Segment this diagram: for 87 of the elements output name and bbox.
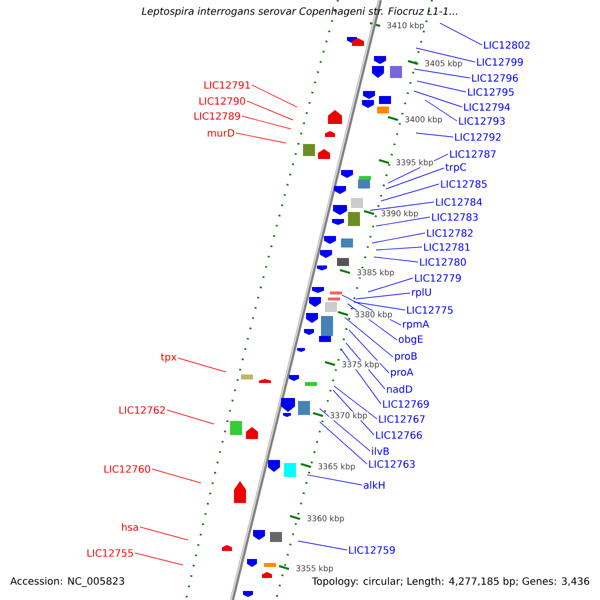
leader-line [344,317,394,358]
gene-label: LIC12784 [436,198,482,206]
leader-line [380,184,440,202]
footer-text: Topology: circular; Length: 4,277,185 bp; Genes: 3,436 [310,576,591,588]
gene-label: LIC12793 [459,117,505,125]
scale-label: 3395 kbp [395,158,434,168]
leader-line [368,278,414,292]
gene-label: LIC12755 [87,549,133,557]
gene-label: tpx [160,353,176,363]
leader-line [440,22,482,46]
gene-label: LIC12775 [407,306,453,314]
leader-line [414,68,470,78]
gene-label: rplU [412,288,431,298]
gene-label: proA [391,368,414,378]
gene-label: LIC12759 [349,546,395,554]
gene-label: LIC12787 [450,150,496,158]
leader-line [370,202,434,211]
scale-label: 3380 kbp [354,310,393,320]
scale-label: 3405 kbp [424,60,463,68]
gene-label: LIC12782 [427,229,472,237]
scale-label: 3360 kbp [306,514,345,524]
gene-label: LIC12802 [484,41,530,49]
leader-line [140,526,188,540]
gene-label: LIC12796 [472,74,518,82]
gene-label: nadD [387,385,412,393]
gene-label: LIC12794 [464,103,510,111]
leader-line [416,48,476,62]
leader-line [374,256,418,262]
footer-text: Accession: NC_005823 [9,576,126,588]
gene-label: trpC [445,163,466,173]
leader-line [242,116,292,130]
gene-label: LIC12799 [477,58,523,66]
leader-line [134,552,184,566]
gene-label: LIC12760 [104,465,150,473]
gene-label: murD [208,129,234,137]
scale-label: 3385 kbp [356,268,395,278]
leader-line [416,80,466,92]
gene-label: LIC12779 [415,274,461,282]
leader-line [356,292,410,300]
gene-label: LIC12792 [455,133,500,141]
leader-line [298,540,348,550]
leader-line [386,168,444,190]
scale-label: 3400 kbp [404,116,443,124]
gene-label: LIC12766 [376,431,422,439]
leader-line [236,132,286,144]
gene-label: LIC12763 [369,460,415,468]
leader-line [334,386,378,420]
gene-label: LIC12795 [468,88,514,96]
scale-label: 3390 kbp [380,210,419,218]
gene-label: LIC12781 [424,243,470,251]
gene-label: LIC12780 [420,258,466,266]
gene-label: LIC12785 [441,180,487,188]
gene-label: LIC12790 [199,97,246,105]
gene-label: LIC12767 [379,415,425,423]
leader-line [252,84,298,108]
leader-line [152,468,202,484]
leader-line [372,232,426,244]
leader-line [376,246,422,250]
gene-label: hsa [122,523,138,531]
leader-line [414,90,462,108]
gene-label: LIC12789 [194,112,240,120]
scale-label: 3365 kbp [317,462,356,472]
title: Leptospira interrogans serovar Copenhageni str. Fiocruz L1-1... [142,7,458,17]
leader-line [178,358,226,372]
leader-line [348,330,390,374]
scale-label: 3370 kbp [329,412,368,420]
gene-label: alkH [364,481,384,489]
gene-label: rpmA [403,320,430,330]
leader-line [306,474,362,486]
gene-label: LIC12791 [204,81,250,89]
leader-line [246,100,294,120]
gene-label: ilvB [372,447,389,455]
scale-label: 3375 kbp [341,360,380,370]
gene-label: LIC12762 [119,406,165,414]
gene-label: obgE [398,335,423,345]
leader-line [376,216,430,226]
gene-label: LIC12783 [432,213,478,221]
leader-line [416,132,454,138]
scale-label: 3355 kbp [295,564,334,574]
leader-line [424,100,458,122]
leader-line [319,422,368,464]
leader-line [319,408,370,452]
leader-line [354,302,406,310]
gene-label: LIC12769 [383,400,429,408]
gene-label: proB [395,352,417,362]
scale-label: 3410 kbp [386,22,425,30]
leader-line [166,410,214,424]
